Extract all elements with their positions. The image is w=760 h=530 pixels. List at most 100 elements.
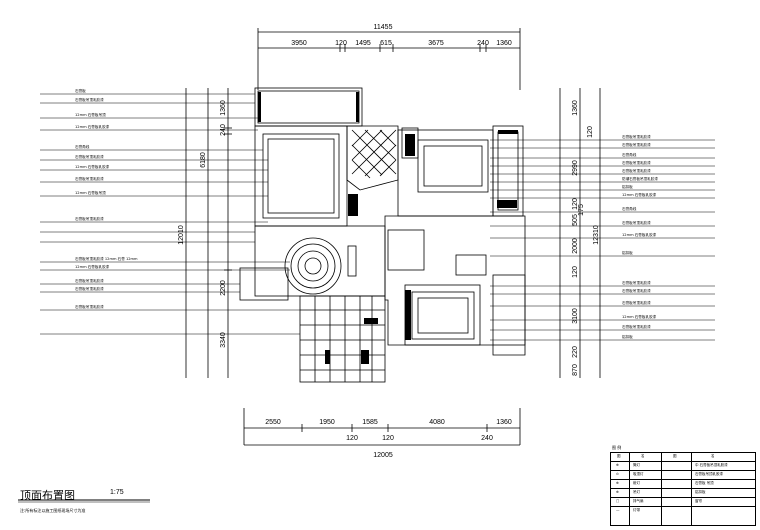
dim-top-seg-5: 240 [477,40,489,47]
note-left-6: 12mm 石膏板乳胶漆 [75,164,110,169]
dim-right-seg-4: 2000 [572,238,579,254]
note-right-10: 12mm 石膏板乳胶漆 [622,232,657,237]
dim-top-seg-2: 1495 [355,40,371,47]
dim-bottom-seg-4: 1360 [496,419,512,426]
legend-label: 灯带 [633,508,640,512]
note-right-6: 铝扣板 [622,184,633,189]
dim-top-total: 11455 [374,24,393,31]
note-left-12: 石膏板吊顶乳胶漆 [75,278,104,283]
legend-label: 吊灯 [633,490,640,494]
drawing-subnote: 注:所有标注以施工图纸现场尺寸为准 [20,508,86,513]
drawing-title: 顶面布置图 [20,489,75,502]
legend-label: 筒灯 [633,463,640,467]
legend-label: 窗帘 [695,499,702,503]
note-right-8: 石膏角线 [622,206,637,211]
dim-right-seg-3: 505 [572,214,579,226]
dim-left-seg-3: 3340 [220,332,227,348]
dim-right-seg-0: 1360 [572,100,579,116]
dim-right-seg-2: 120 [572,198,579,210]
note-left-11: 12mm 石膏板乳胶漆 [75,264,110,269]
note-left-0: 石膏板 [75,88,86,93]
legend-row: ⊙ 吸顶灯 石膏板吊顶乳胶漆 [611,471,755,480]
dim-bottom-sub-2: 240 [481,435,493,442]
dim-top-seg-4: 3675 [428,40,444,47]
dim-left-mid: 6180 [200,152,207,168]
dim-right-extra-1: 175 [578,204,585,216]
note-right-1: 石膏板吊顶乳胶漆 [622,142,651,147]
legend-divider [629,453,630,525]
legend-label: 中 石膏板吊顶乳胶漆 [695,463,728,467]
legend-symbol: □ [616,499,620,503]
legend-symbol: — [616,508,620,512]
legend-symbol: ⊕ [616,481,619,485]
legend-header: 图 [673,454,677,458]
legend-label: 石膏板吊顶乳胶漆 [695,472,723,476]
note-right-2: 石膏角线 [622,152,637,157]
dim-right-extra-0: 120 [587,126,594,138]
legend-row: □ 排气扇 窗帘 [611,498,755,507]
note-right-15: 12mm 石膏板乳胶漆 [622,314,657,319]
note-right-11: 铝扣板 [622,250,633,255]
dim-left-seg-0: 1360 [220,100,227,116]
dim-right-seg-8: 870 [572,364,579,376]
dim-top-seg-3: 615 [380,40,392,47]
dim-right-seg-1: 2990 [572,160,579,176]
legend-row: ⊕ 射灯 石膏板 吊顶 [611,480,755,489]
legend-header-row: 图 名 图 名 [611,453,755,462]
drawing-scale: 1:75 [110,489,124,496]
note-left-8: 12mm 石膏板吊顶 [75,190,106,195]
note-right-0: 石膏板吊顶乳胶漆 [622,134,651,139]
dim-bottom-sub-0: 120 [346,435,358,442]
note-right-3: 石膏板吊顶乳胶漆 [622,160,651,165]
legend-symbol: ⊙ [616,472,619,476]
note-right-9: 石膏板吊顶乳胶漆 [622,220,651,225]
dim-bottom-seg-1: 1950 [319,419,335,426]
legend-divider [691,453,692,525]
legend-header: 图 [617,454,621,458]
note-right-17: 铝扣板 [622,334,633,339]
note-left-14: 石膏板吊顶乳胶漆 [75,304,104,309]
legend-row: — 灯带 [611,507,755,515]
note-right-13: 石膏板吊顶乳胶漆 [622,288,651,293]
note-right-5: 防潮石膏板吊顶乳胶漆 [622,176,658,181]
note-left-7: 石膏板吊顶乳胶漆 [75,176,104,181]
note-left-5: 石膏板吊顶乳胶漆 [75,154,104,159]
legend-label: 排气扇 [633,499,644,503]
legend-header: 名 [711,454,715,458]
note-left-9: 石膏板吊顶乳胶漆 [75,216,104,221]
legend-label: 吸顶灯 [633,472,644,476]
note-right-4: 石膏板吊顶乳胶漆 [622,168,651,173]
dim-left-seg-1: 240 [220,124,227,136]
legend-symbol: ⊕ [616,463,619,467]
legend-symbol: ⊕ [616,490,619,494]
note-right-14: 石膏板吊顶乳胶漆 [622,300,651,305]
legend-label: 石膏板 吊顶 [695,481,714,485]
note-left-4: 石膏角线 [75,144,90,149]
legend-header: 名 [641,454,645,458]
dim-right-seg-5: 120 [572,266,579,278]
dim-bottom-sub-1: 120 [382,435,394,442]
dim-bottom-seg-2: 1585 [362,419,378,426]
dim-top-seg-6: 1360 [496,40,512,47]
legend-label: 射灯 [633,481,640,485]
dim-right-total: 12310 [593,225,600,245]
legend-row: ⊕ 吊灯 铝扣板 [611,489,755,498]
note-left-10: 石膏板吊顶乳胶漆 12mm 石膏 12mm [75,256,138,261]
legend-row: ⊕ 筒灯 中 石膏板吊顶乳胶漆 [611,462,755,471]
dim-bottom-total: 12005 [373,452,393,459]
dim-left-total: 12010 [178,225,185,245]
note-left-3: 12mm 石膏板乳胶漆 [75,124,110,129]
legend-title: 图 例 [612,445,622,450]
dim-bottom-seg-0: 2550 [265,419,281,426]
note-left-2: 12mm 石膏板吊顶 [75,112,106,117]
dim-top-seg-1: 120 [335,40,347,47]
legend-table: 图 名 图 名 ⊕ 筒灯 中 石膏板吊顶乳胶漆 ⊙ 吸顶灯 石膏板吊顶乳胶漆 ⊕… [610,452,756,526]
note-right-16: 石膏板吊顶乳胶漆 [622,324,651,329]
dim-bottom-seg-3: 4080 [429,419,445,426]
note-left-13: 石膏板吊顶乳胶漆 [75,286,104,291]
note-right-7: 12mm 石膏板乳胶漆 [622,192,657,197]
note-right-12: 石膏板吊顶乳胶漆 [622,280,651,285]
legend-label: 铝扣板 [695,490,706,494]
notes-right: 石膏板吊顶乳胶漆 石膏板吊顶乳胶漆 石膏角线 石膏板吊顶乳胶漆 石膏板吊顶乳胶漆… [622,134,658,339]
